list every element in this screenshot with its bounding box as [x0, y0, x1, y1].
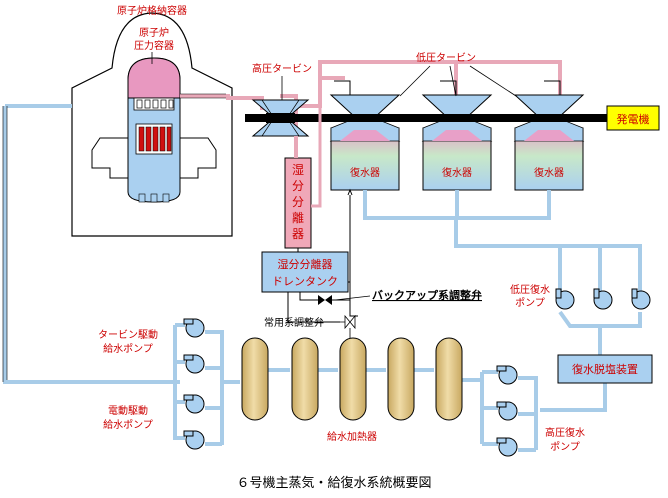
drain-tank: 湿分分離器 ドレンタンク	[261, 251, 349, 293]
pumps	[183, 288, 651, 457]
feedwater-heater-5	[435, 337, 463, 421]
fuel-assemblies	[138, 126, 172, 152]
condenser-label-2: 復水器	[442, 166, 472, 179]
feedwater-heater-4	[387, 337, 415, 421]
motor-feed-pump-1	[183, 394, 205, 414]
reactor-pressure-vessel	[91, 57, 217, 203]
containment-label: 原子炉格納容器	[117, 4, 187, 17]
turbine-feed-pump-1	[183, 318, 205, 338]
drain-tank-label-2: ドレンタンク	[272, 275, 338, 288]
moisture-separator: 湿 分 分 離 器	[284, 157, 312, 249]
feedwater-heater-2	[291, 337, 319, 421]
generator: 発電機	[606, 105, 660, 131]
lp-condensate-pump-1	[555, 288, 575, 310]
hp-condensate-pump-3	[496, 437, 518, 457]
drain-tank-label-1: 湿分分離器	[278, 257, 333, 271]
lp-turbine-1	[329, 94, 401, 191]
motor-feed-pump-2	[183, 430, 205, 450]
turbine-pump-label-2: 給水ポンプ	[103, 342, 153, 355]
feedwater-heaters	[241, 337, 463, 421]
feedwater-heater-label: 給水加熱器	[327, 430, 377, 443]
motor-pump-label-2: 給水ポンプ	[103, 418, 153, 431]
hp-pump-label-1: 高圧復水	[545, 426, 585, 439]
normal-control-valve	[344, 314, 356, 330]
moisture-separator-char-1: 湿	[292, 162, 304, 177]
backup-control-valve	[318, 295, 332, 305]
generator-label: 発電機	[617, 112, 650, 126]
condenser-label-1: 復水器	[350, 166, 380, 179]
containment-vessel	[71, 12, 233, 237]
lp-pump-label-1: 低圧復水	[510, 283, 550, 296]
lp-condensate-pump-2	[593, 288, 613, 310]
lp-condensate-pump-3	[631, 288, 651, 310]
hp-pump-label-2: ポンプ	[550, 441, 580, 453]
lp-turbine-leaders	[399, 65, 517, 97]
rpv-label-2: 圧力容器	[134, 39, 174, 52]
turbine-feed-pump-2	[183, 354, 205, 374]
backup-valve-label: バックアップ系調整弁	[372, 288, 482, 302]
lp-pump-label-2: ポンプ	[515, 297, 545, 309]
feedwater-heater-1	[241, 337, 269, 421]
page-title: ６号機主蒸気・給復水系統概要図	[236, 475, 431, 491]
lp-turbine-3	[513, 94, 585, 191]
moisture-separator-char-2: 分	[292, 179, 304, 193]
motor-pump-label-1: 電動駆動	[108, 404, 148, 417]
hp-condensate-pump-1	[496, 365, 518, 385]
condensate-demineralizer: 復水脱塩装置	[557, 354, 653, 384]
condensate-line	[3, 104, 642, 412]
moisture-separator-char-4: 離	[292, 211, 304, 225]
moisture-separator-char-3: 分	[292, 195, 304, 209]
lp-turbine-label: 低圧タービン	[416, 51, 476, 64]
normal-valve-label: 常用系調整弁	[264, 316, 324, 329]
demineralizer-label: 復水脱塩装置	[572, 362, 638, 376]
condenser-label-3: 復水器	[534, 166, 564, 179]
feedwater-heater-3	[339, 337, 367, 421]
hp-turbine-label: 高圧タービン	[252, 62, 312, 75]
moisture-separator-char-5: 器	[292, 227, 304, 241]
hp-condensate-pump-2	[496, 401, 518, 421]
feedwater-line	[173, 323, 538, 452]
rpv-label-1: 原子炉	[139, 27, 169, 39]
turbine-pump-label-1: タービン駆動	[98, 328, 158, 341]
